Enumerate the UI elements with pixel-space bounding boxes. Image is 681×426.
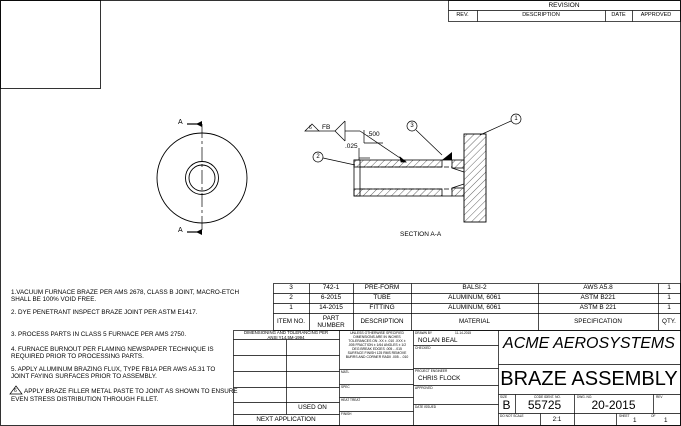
project-engineer-label: PROJECT ENGINEER [415,369,448,373]
bom-row-3-part: 742-1 [322,284,340,291]
note-1-line-1: 1.VACUUM FURNACE BRAZE PER AMS 2678, CLA… [11,289,240,296]
top-left-zone-box [0,0,101,89]
braze-dim-gap: .025 [345,143,358,150]
heat-treat-label: HEAT TREAT [341,398,361,402]
bom-header-item: ITEM NO. [277,318,305,325]
checked-label: CHECKED [415,346,431,350]
bom-row-3-spec: AWS A5.8 [583,284,613,291]
note-2: 2. DYE PENETRANT INSPECT BRAZE JOINT PER… [11,309,198,316]
drawn-by-label: DRAWN BY [415,331,433,335]
braze-process-code: FB [322,124,331,131]
drawing-title: BRAZE ASSEMBLY [500,368,678,390]
of-value: 1 [664,417,668,424]
section-view [353,133,487,223]
dim-tol-header: DIMENSIONING AND TOLERANCING PER ANSI Y1… [243,330,329,340]
balloon-2: 2 [316,154,320,160]
revision-header-rev: REV. [456,12,469,18]
matl-label: MATL [341,370,350,374]
note-5-line-2: JOINT FAYING SURFACES PRIOR TO ASSEMBLY. [11,373,157,380]
approved-label: APPROVED [415,386,433,390]
bom-row-2-item: 2 [289,294,293,301]
next-application-label: NEXT APPLICATION [256,416,316,423]
revision-header-description: DESCRIPTION [522,12,560,18]
size-label: SIZE [500,395,508,399]
bom-row-3-material: BALSI-2 [462,284,487,291]
used-on-label: USED ON [298,404,327,411]
section-marker-top: A [178,119,183,126]
tolerance-spec-text: UNLESS OTHERWISE SPECIFIED DIMENSIONS AR… [345,331,409,359]
cage-label: CODE IDENT. NO. [534,395,561,399]
bom-row-1-material: ALUMINUM, 6061 [448,304,501,311]
braze-dim-length: .500 [367,131,380,138]
bom-row-2-part: 6-2015 [320,294,342,301]
drawn-date: 11-14-2015 [455,331,472,335]
balloon-1: 1 [514,116,518,122]
revision-title: REVISION [548,2,580,9]
bom-row-1-spec: ASTM B 221 [579,304,617,311]
note-5-line-1: 5. APPLY ALUMINUM BRAZING FLUX, TYPE FB1… [11,366,216,373]
bom-header-material: MATERIAL [458,318,491,325]
bom-row-3-qty: 1 [667,284,671,291]
dwg-no-value: 20-2015 [591,398,636,412]
note-1-line-2: SHALL BE 100% VOID FREE. [11,296,97,303]
sheet-label: SHEET [619,414,630,418]
bom-row-1-part: 14-2015 [319,304,343,311]
scale-label: DO NOT SCALE [500,414,524,418]
bom-header-qty: QTY. [662,318,676,325]
of-label: OF [651,414,656,418]
note-4-line-2: REQUIRED PRIOR TO PROCESSING PARTS. [11,353,144,360]
drawn-by-name: NOLAN BEAL [418,337,458,344]
bom-row-3-item: 3 [289,284,293,291]
bom-row-1-item: 1 [289,304,293,311]
bom-header-part: PART NUMBER [317,315,345,329]
size-value: B [502,398,511,412]
bom-row-2-desc: TUBE [373,294,391,301]
end-view [156,121,248,235]
bom-row-2-qty: 1 [667,294,671,301]
note-6-line-1: APPLY BRAZE FILLER METAL PASTE TO JOINT … [24,388,238,395]
company-name: ACME AEROSYSTEMS [503,335,675,352]
dwg-no-label: DWG. NO. [577,395,593,399]
bom-row-1-desc: FITTING [369,304,395,311]
revision-header-approved: APPROVED [640,12,672,18]
date-issued-label: DATE ISSUED [415,405,437,409]
note-6-number: 6 [14,388,17,394]
section-label: SECTION A-A [400,231,442,238]
rev-label: REV [656,395,663,399]
finish-label: FINISH [341,412,352,416]
scale-value: 2:1 [552,416,562,423]
bom-row-3-desc: PRE-FORM [364,284,400,291]
sheet-value: 1 [633,417,637,424]
braze-symbol-lines [304,120,407,163]
balloon-3: 3 [410,123,414,129]
bom-header-desc: DESCRIPTION [360,318,404,325]
balloon-leaders [312,113,522,166]
braze-note-number: 6 [309,125,312,131]
project-engineer-name: CHRIS FLOCK [418,375,461,382]
spec-label: SPEC [341,385,350,389]
revision-header-date: DATE [611,12,626,18]
note-3: 3. PROCESS PARTS IN CLASS 5 FURNACE PER … [11,331,187,338]
section-marker-bottom: A [178,227,183,234]
note-6-triangle [9,385,23,395]
cage-value: 55725 [527,398,562,412]
bom-row-2-material: ALUMINUM, 6061 [448,294,501,301]
note-4-line-1: 4. FURNACE BURNOUT PER FLAMING NEWSPAPER… [11,346,214,353]
note-6-line-2: EVEN STRESS DISTRIBUTION THROUGH FILLET. [11,396,159,403]
bom-header-spec: SPECIFICATION [574,318,622,325]
bom-row-1-qty: 1 [667,304,671,311]
bom-row-2-spec: ASTM B221 [580,294,616,301]
